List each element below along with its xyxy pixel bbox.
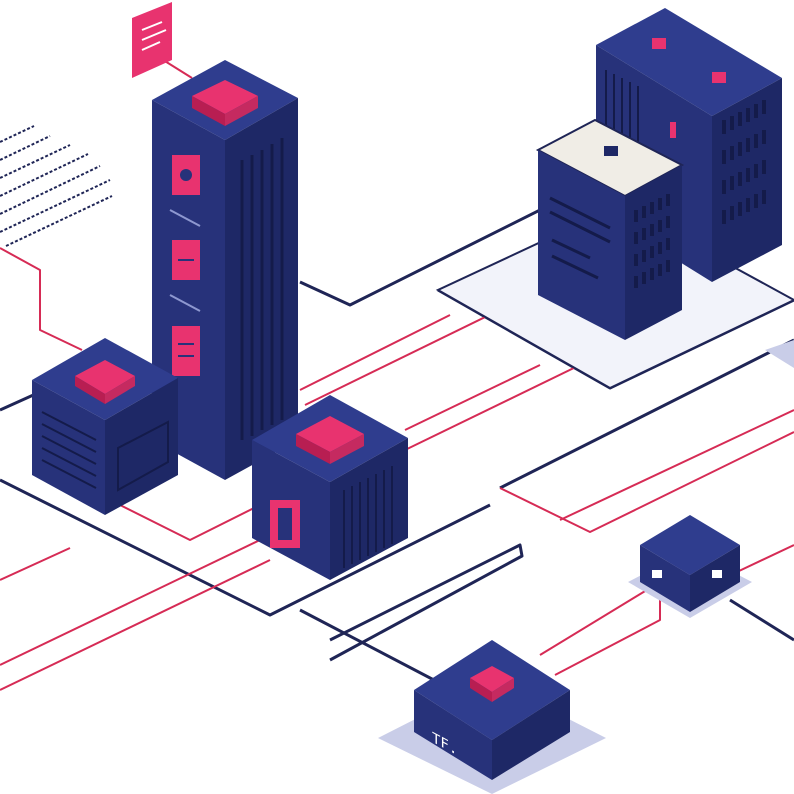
hub-node: TF. <box>378 640 606 794</box>
document-card-icon <box>132 2 172 78</box>
red-wire-1 <box>299 314 451 391</box>
wire-bottom-center <box>329 543 524 662</box>
wire-top-right <box>299 198 561 307</box>
red-wire-text <box>0 247 83 351</box>
red-wire-3 <box>404 364 541 431</box>
red-wire-5 <box>119 499 271 541</box>
wire-middle-right <box>499 338 794 490</box>
red-wire-4 <box>404 364 581 451</box>
small-server-cube <box>32 338 178 515</box>
router-node <box>628 515 752 618</box>
red-wire-right-a <box>499 431 794 533</box>
red-wire-2 <box>304 299 521 406</box>
red-wire-left-b <box>0 539 261 666</box>
red-wire-left-c <box>0 559 271 691</box>
wire-router-right <box>729 598 794 642</box>
red-wire-left-a <box>0 547 71 581</box>
red-wire-router-a <box>539 581 661 656</box>
wire-left-long <box>0 478 491 617</box>
tower-top-pad <box>192 80 258 114</box>
rack-server-front <box>535 118 685 340</box>
red-wire-router-b <box>554 600 661 676</box>
tower-slot-3 <box>172 326 200 376</box>
text-list-lines <box>0 125 113 247</box>
red-wire-right-b <box>559 409 794 521</box>
center-server-cube <box>252 395 408 580</box>
platform-edge-right <box>765 340 794 368</box>
